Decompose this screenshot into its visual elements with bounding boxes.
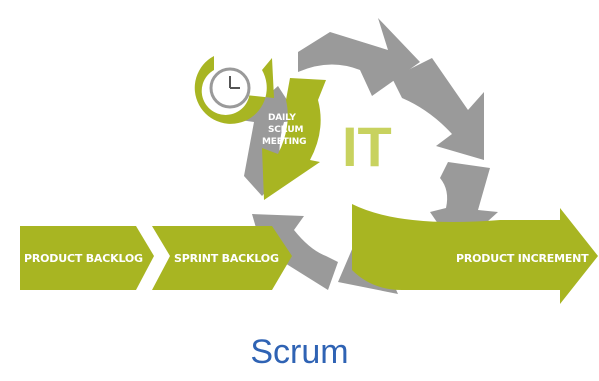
daily-scrum-label-2: SCRUM [268, 125, 304, 135]
cycle-arrow-right-upper [392, 58, 484, 160]
iteration-label: IT [342, 115, 392, 178]
clock-refresh [194, 56, 274, 124]
product-backlog-arrow [20, 226, 154, 290]
sprint-backlog-arrow [152, 226, 292, 290]
daily-scrum-arrow [262, 78, 326, 200]
refresh-arrow-icon [194, 56, 274, 124]
daily-scrum-label-3: MEETING [262, 137, 306, 147]
scrum-caption: Scrum [250, 333, 349, 371]
product-backlog-label: PRODUCT BACKLOG [24, 252, 143, 265]
product-flow [20, 204, 598, 304]
product-increment-label: PRODUCT INCREMENT [456, 252, 589, 265]
sprint-backlog-label: SPRINT BACKLOG [174, 252, 279, 265]
cycle-arrow-top [298, 18, 420, 96]
product-increment-arrow [352, 204, 598, 304]
daily-scrum-label-1: DAILY [268, 113, 296, 123]
